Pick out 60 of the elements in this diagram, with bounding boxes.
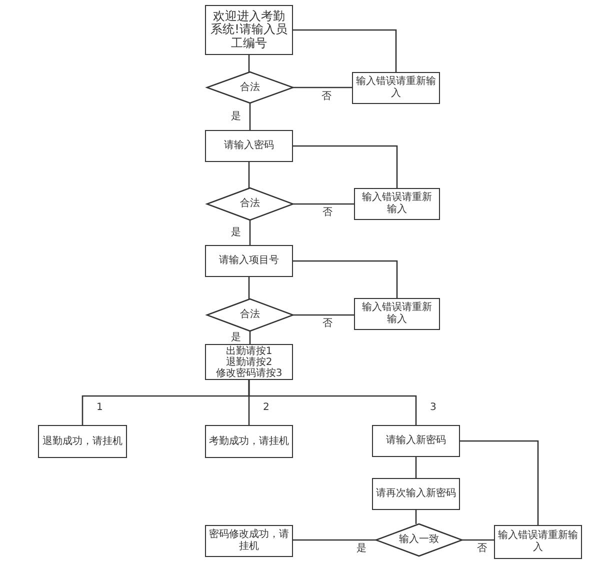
connector-line bbox=[293, 203, 354, 205]
process-box bbox=[354, 188, 440, 220]
connector-line bbox=[248, 55, 250, 72]
connector-line bbox=[460, 440, 539, 525]
decision-diamond bbox=[376, 524, 462, 556]
node-text: 出勤请按1 退勤请按2 修改密码请按3 bbox=[214, 346, 284, 378]
node-text: 输入错误请重新输入 bbox=[497, 530, 579, 554]
connector-line bbox=[293, 314, 354, 316]
process-box bbox=[205, 344, 293, 380]
decision-diamond bbox=[207, 299, 293, 331]
process-box bbox=[494, 525, 582, 559]
connector-line bbox=[249, 103, 251, 130]
process-box bbox=[354, 298, 440, 330]
node-text: 输入错误请重新输入 bbox=[361, 192, 433, 216]
node-text: 密码修改成功，请挂机 bbox=[208, 529, 290, 553]
edge-label: 是 bbox=[230, 226, 242, 238]
process-box bbox=[372, 478, 460, 510]
decision-diamond bbox=[207, 188, 293, 220]
process-box bbox=[205, 130, 293, 162]
edge-label: 是 bbox=[230, 332, 242, 342]
edge-label: 否 bbox=[322, 207, 334, 218]
connector-line bbox=[248, 380, 417, 425]
edge-label: 1 bbox=[96, 402, 104, 413]
node-text: 请输入项目号 bbox=[218, 255, 280, 267]
connector-line bbox=[293, 145, 398, 188]
node-text: 请再次输入新密码 bbox=[375, 488, 457, 500]
connector-line bbox=[293, 29, 397, 72]
node-text: 考勤成功，请挂机 bbox=[208, 436, 290, 448]
connector-line bbox=[415, 510, 417, 524]
edge-label: 是 bbox=[355, 543, 368, 554]
node-text: 合法 bbox=[239, 82, 261, 94]
process-box bbox=[205, 245, 293, 277]
node-text: 请输入密码 bbox=[223, 140, 275, 152]
process-box bbox=[372, 425, 460, 457]
connector-line bbox=[249, 331, 251, 344]
process-box bbox=[205, 425, 293, 458]
node-text: 输入错误请重新输入 bbox=[361, 302, 433, 326]
connector-line bbox=[293, 260, 398, 298]
connector-line bbox=[248, 277, 250, 299]
edge-label: 是 bbox=[230, 110, 242, 122]
edge-label: 否 bbox=[476, 543, 488, 554]
connector-line bbox=[248, 162, 250, 188]
node-text: 退勤成功，请挂机 bbox=[42, 436, 124, 448]
edge-label: 3 bbox=[429, 402, 438, 413]
connector-line bbox=[293, 539, 376, 541]
decision-diamond bbox=[207, 72, 293, 103]
node-text: 合法 bbox=[239, 198, 261, 210]
edge-label: 否 bbox=[320, 90, 332, 102]
node-text: 输入一致 bbox=[398, 534, 440, 546]
node-text: 请输入新密码 bbox=[385, 435, 447, 447]
node-text: 合法 bbox=[239, 309, 261, 321]
connector-line bbox=[249, 220, 251, 245]
connector-line bbox=[415, 457, 417, 478]
node-text: 欢迎进入考勤系统!请输入员工编号 bbox=[210, 10, 288, 50]
connector-line bbox=[293, 86, 352, 88]
process-box bbox=[38, 425, 127, 458]
node-text: 输入错误请重新输入 bbox=[355, 76, 437, 100]
edge-label: 2 bbox=[262, 402, 270, 413]
edge-label: 否 bbox=[322, 318, 334, 329]
connector-line bbox=[462, 539, 494, 541]
